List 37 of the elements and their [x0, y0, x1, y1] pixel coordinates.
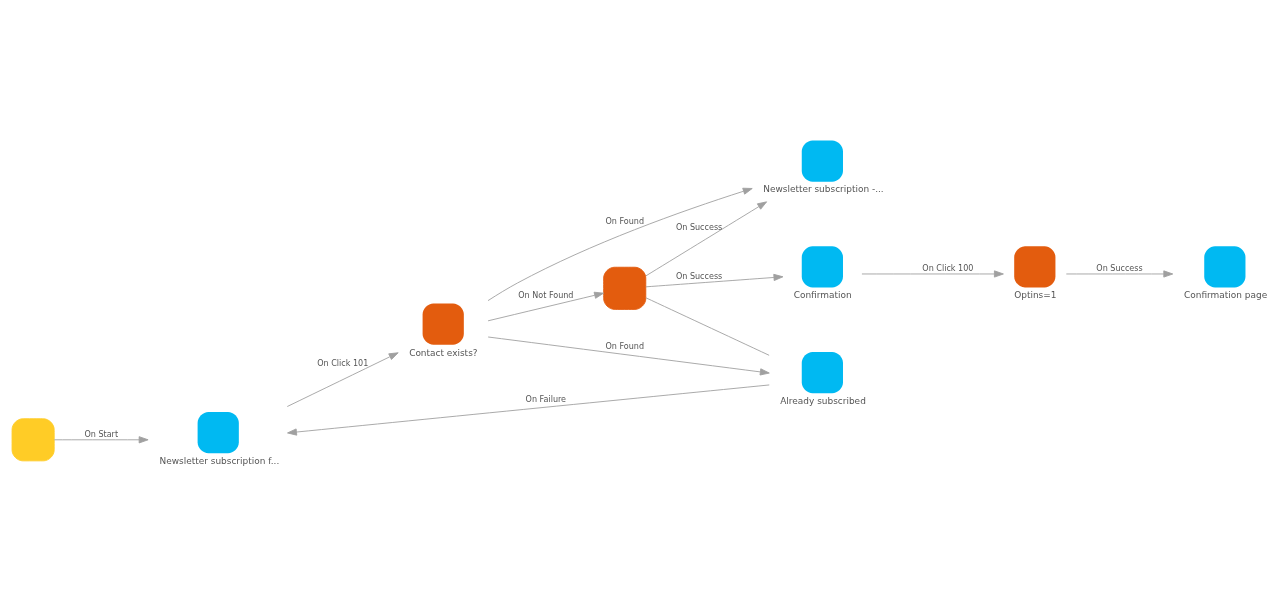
node-label: Newsletter subscription -... — [763, 183, 884, 194]
node-label: Optins=1 — [1014, 289, 1057, 300]
node-box — [1014, 245, 1056, 287]
edge-label: On Found — [605, 341, 645, 351]
edge-label: On Success — [675, 271, 723, 281]
node-box — [801, 351, 843, 393]
node-box — [197, 411, 239, 453]
node-box — [11, 417, 55, 461]
node-label: Confirmation page — [1184, 289, 1268, 300]
edge-label: On Success — [1096, 263, 1143, 273]
node-label: Already subscribed — [780, 395, 866, 406]
node-box — [603, 266, 647, 310]
arrow — [53, 435, 149, 443]
node-box — [1204, 245, 1246, 287]
edge-label: On Found — [605, 216, 645, 226]
node-label: Newsletter subscription f... — [159, 455, 280, 466]
edge-label: On Failure — [525, 394, 567, 404]
node-label: Confirmation — [793, 289, 852, 300]
edge-label: On Click 100 — [922, 263, 974, 273]
connector — [645, 296, 770, 356]
arrow — [1065, 269, 1174, 278]
arrow — [287, 384, 770, 436]
arrow — [487, 187, 753, 301]
edge-label: On Start — [84, 429, 119, 439]
edge-label: On Success — [675, 222, 723, 232]
node-label: Contact exists? — [409, 347, 478, 358]
arrow — [861, 269, 1004, 278]
arrow — [487, 336, 770, 375]
arrow — [645, 200, 768, 276]
edge-label: On Click 101 — [317, 358, 369, 368]
arrow — [645, 273, 784, 287]
arrow — [487, 291, 604, 321]
node-box — [801, 139, 843, 182]
edge-label: On Not Found — [518, 290, 574, 300]
node-box — [422, 303, 464, 345]
arrow — [286, 351, 399, 407]
node-box — [801, 245, 843, 287]
